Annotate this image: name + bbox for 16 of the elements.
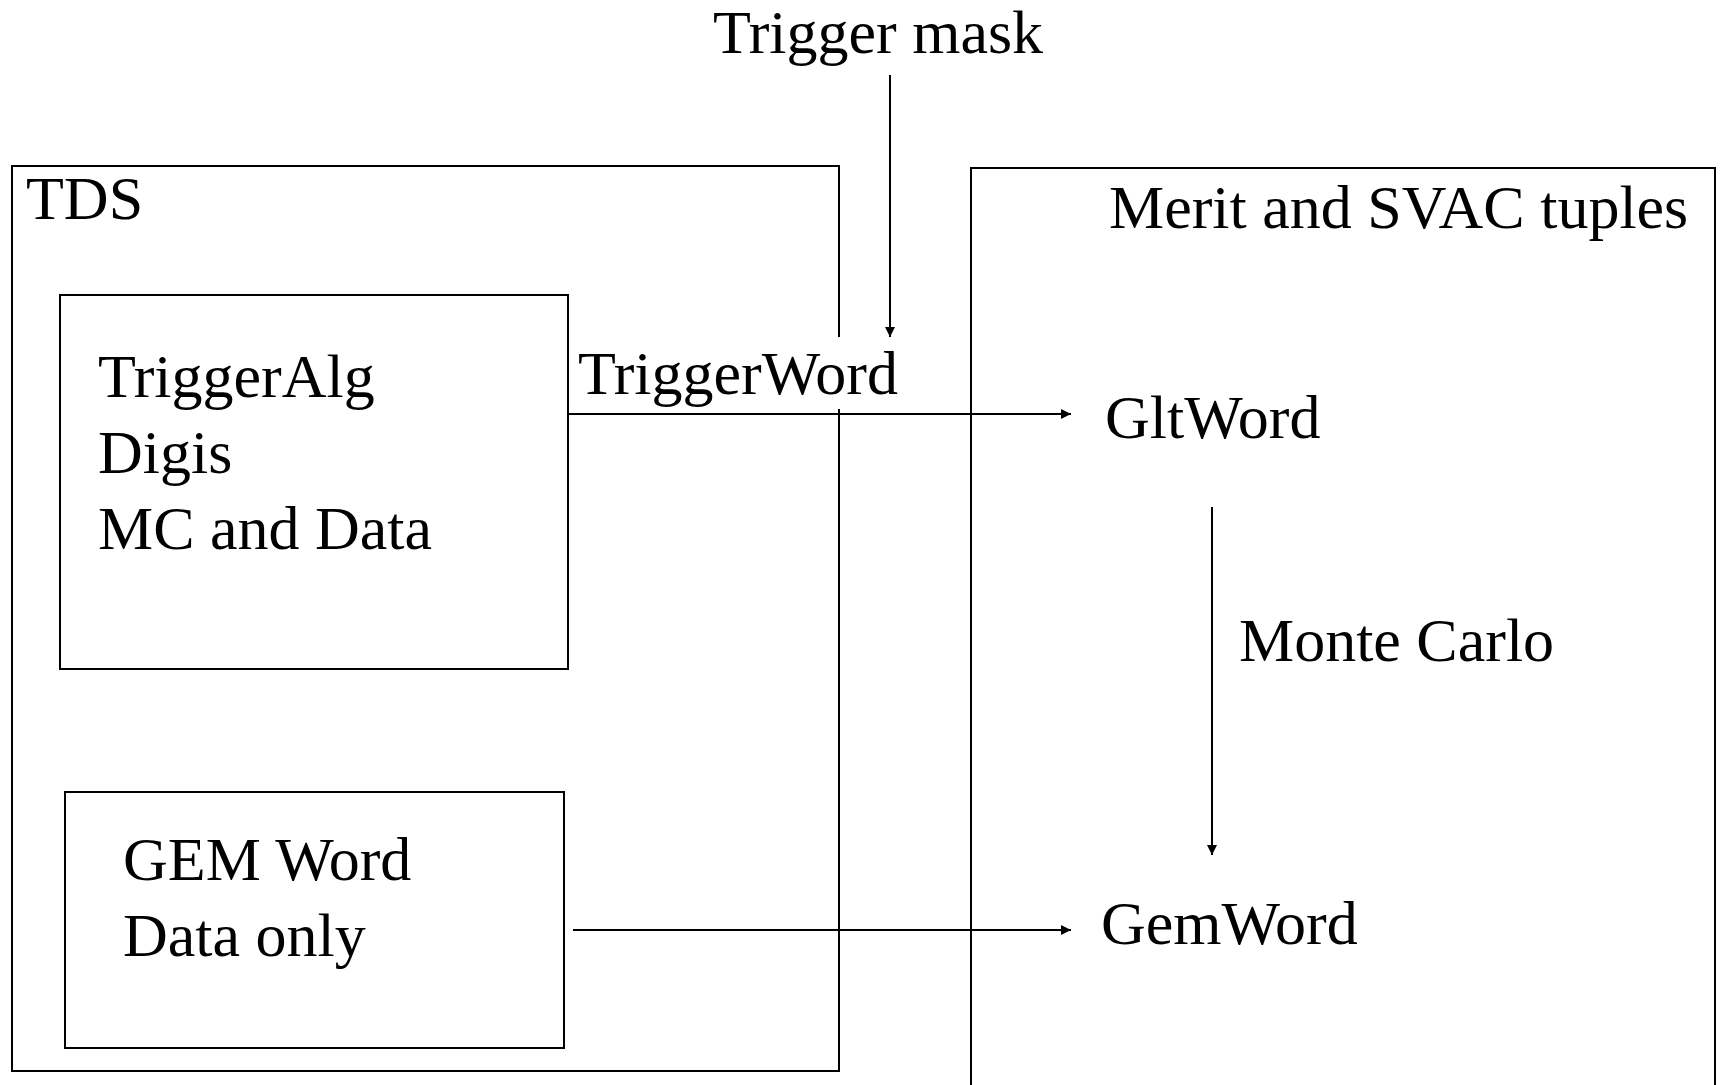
box-text: Digis bbox=[98, 417, 233, 488]
node-label: TriggerWord bbox=[578, 337, 898, 409]
arrow bbox=[885, 74, 895, 338]
box-text: GEM Word bbox=[123, 824, 412, 895]
box-text: Data only bbox=[123, 900, 366, 971]
box-text: Merit and SVAC tuples bbox=[1109, 172, 1689, 243]
arrow bbox=[572, 925, 1072, 935]
container-box bbox=[970, 167, 1716, 1085]
box-text: MC and Data bbox=[98, 493, 433, 564]
arrow bbox=[1207, 506, 1217, 856]
arrow bbox=[568, 409, 1072, 419]
process-box bbox=[64, 791, 565, 1049]
box-text: TDS bbox=[26, 163, 144, 234]
box-text: TriggerAlg bbox=[98, 341, 375, 412]
edge-label: Monte Carlo bbox=[1239, 605, 1555, 676]
process-box bbox=[59, 294, 569, 670]
